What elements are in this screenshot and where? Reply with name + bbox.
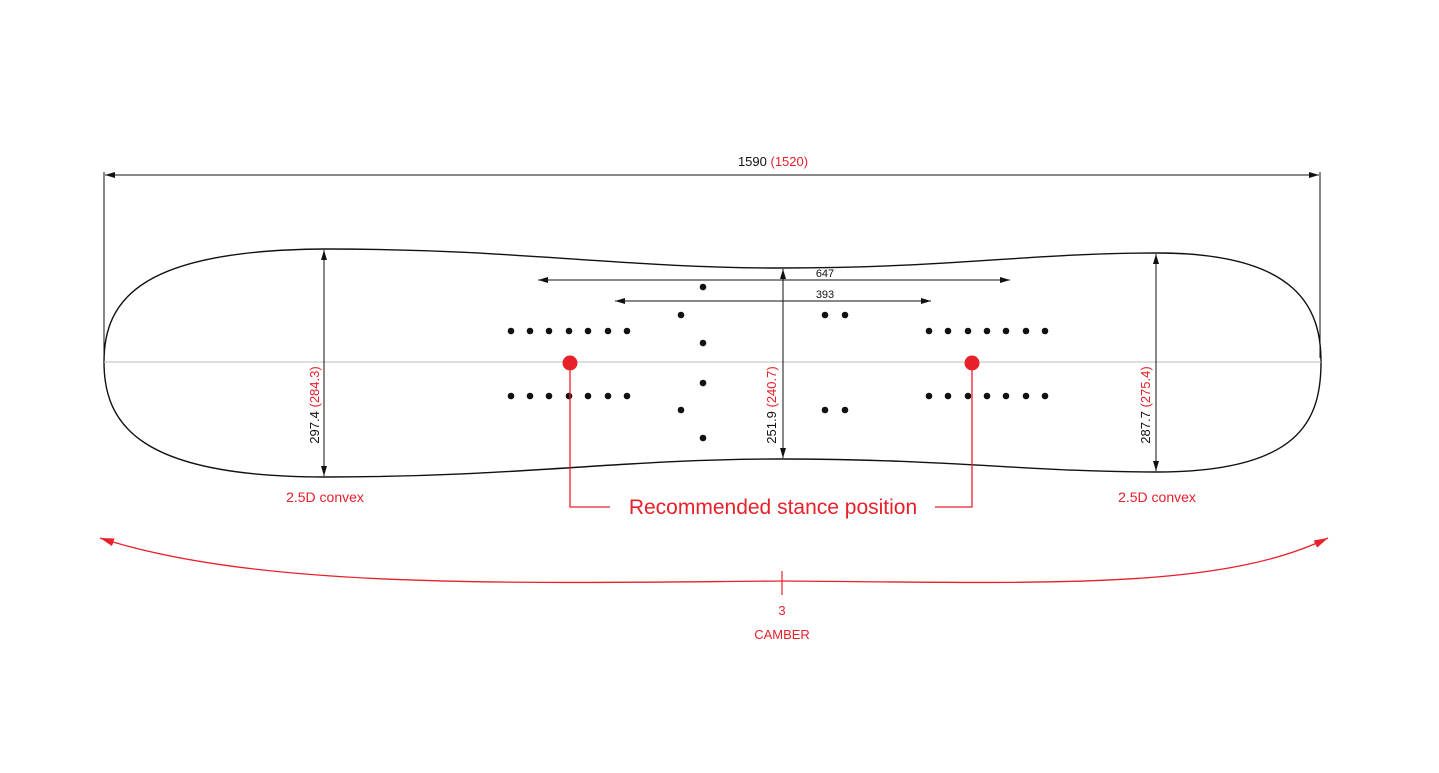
insert-hole: [1041, 392, 1049, 400]
insert-hole: [821, 406, 829, 414]
insert-hole: [841, 406, 849, 414]
overall-length-dimension: 1590 (1520): [103, 154, 1321, 358]
insert-hole: [584, 392, 592, 400]
insert-hole: [1041, 327, 1049, 335]
overall-length-alt: (1520): [770, 154, 808, 169]
tail-width-value: 287.7: [1138, 411, 1153, 444]
stance-label: Recommended stance position: [629, 496, 917, 519]
insert-hole: [565, 392, 573, 400]
insert-holes: [507, 283, 1049, 442]
nose-width-alt: (284.3): [307, 366, 322, 407]
nose-width-value: 297.4: [307, 411, 322, 444]
insert-hole: [526, 327, 534, 335]
insert-hole: [964, 392, 972, 400]
stance-leader-right: [935, 366, 973, 508]
tail-width-label: 287.7 (275.4): [1138, 366, 1153, 443]
insert-hole: [604, 392, 612, 400]
insert-hole: [925, 392, 933, 400]
insert-hole: [1002, 327, 1010, 335]
waist-width-dimension: 251.9 (240.7): [764, 269, 786, 458]
overall-length-label: 1590 (1520): [738, 154, 808, 169]
insert-hole: [584, 327, 592, 335]
stance-leader-left: [569, 366, 610, 508]
insert-hole: [925, 327, 933, 335]
nose-convex-label: 2.5D convex: [286, 489, 364, 505]
tail-width-alt: (275.4): [1138, 366, 1153, 407]
insert-hole: [677, 311, 685, 319]
stance-callout: Recommended stance position: [562, 355, 980, 519]
camber-value: 3: [778, 603, 785, 618]
overall-length-value: 1590: [738, 154, 767, 169]
insert-hole: [545, 392, 553, 400]
stance-marker-left: [562, 355, 578, 371]
tail-width-dimension: 287.7 (275.4): [1138, 254, 1159, 471]
waist-width-label: 251.9 (240.7): [764, 366, 779, 443]
inserts-outer-dimension: 647: [538, 268, 1010, 283]
inserts-inner-label: 393: [816, 289, 834, 301]
insert-hole: [944, 327, 952, 335]
insert-hole: [507, 327, 515, 335]
insert-hole: [604, 327, 612, 335]
insert-hole: [964, 327, 972, 335]
waist-width-value: 251.9: [764, 411, 779, 444]
insert-hole: [699, 434, 707, 442]
insert-hole: [699, 339, 707, 347]
camber-curve: [99, 537, 1329, 584]
tail-convex-label: 2.5D convex: [1118, 489, 1196, 505]
insert-hole: [983, 392, 991, 400]
insert-hole: [623, 392, 631, 400]
insert-hole: [983, 327, 991, 335]
camber-profile: 3 CAMBER: [99, 537, 1329, 642]
insert-hole: [1022, 392, 1030, 400]
inserts-inner-dimension: 393: [615, 289, 931, 304]
inserts-outer-label: 647: [816, 268, 834, 280]
insert-hole: [699, 283, 707, 291]
insert-hole: [623, 327, 631, 335]
insert-hole: [507, 392, 515, 400]
insert-hole: [677, 406, 685, 414]
stance-marker-right: [964, 355, 980, 371]
insert-hole: [1002, 392, 1010, 400]
insert-hole: [526, 392, 534, 400]
nose-width-dimension: 297.4 (284.3): [307, 250, 327, 476]
insert-hole: [565, 327, 573, 335]
camber-label: CAMBER: [754, 627, 810, 642]
insert-hole: [1022, 327, 1030, 335]
insert-hole: [821, 311, 829, 319]
insert-hole: [699, 379, 707, 387]
insert-hole: [841, 311, 849, 319]
nose-width-label: 297.4 (284.3): [307, 366, 322, 443]
insert-hole: [944, 392, 952, 400]
insert-hole: [545, 327, 553, 335]
waist-width-alt: (240.7): [764, 366, 779, 407]
